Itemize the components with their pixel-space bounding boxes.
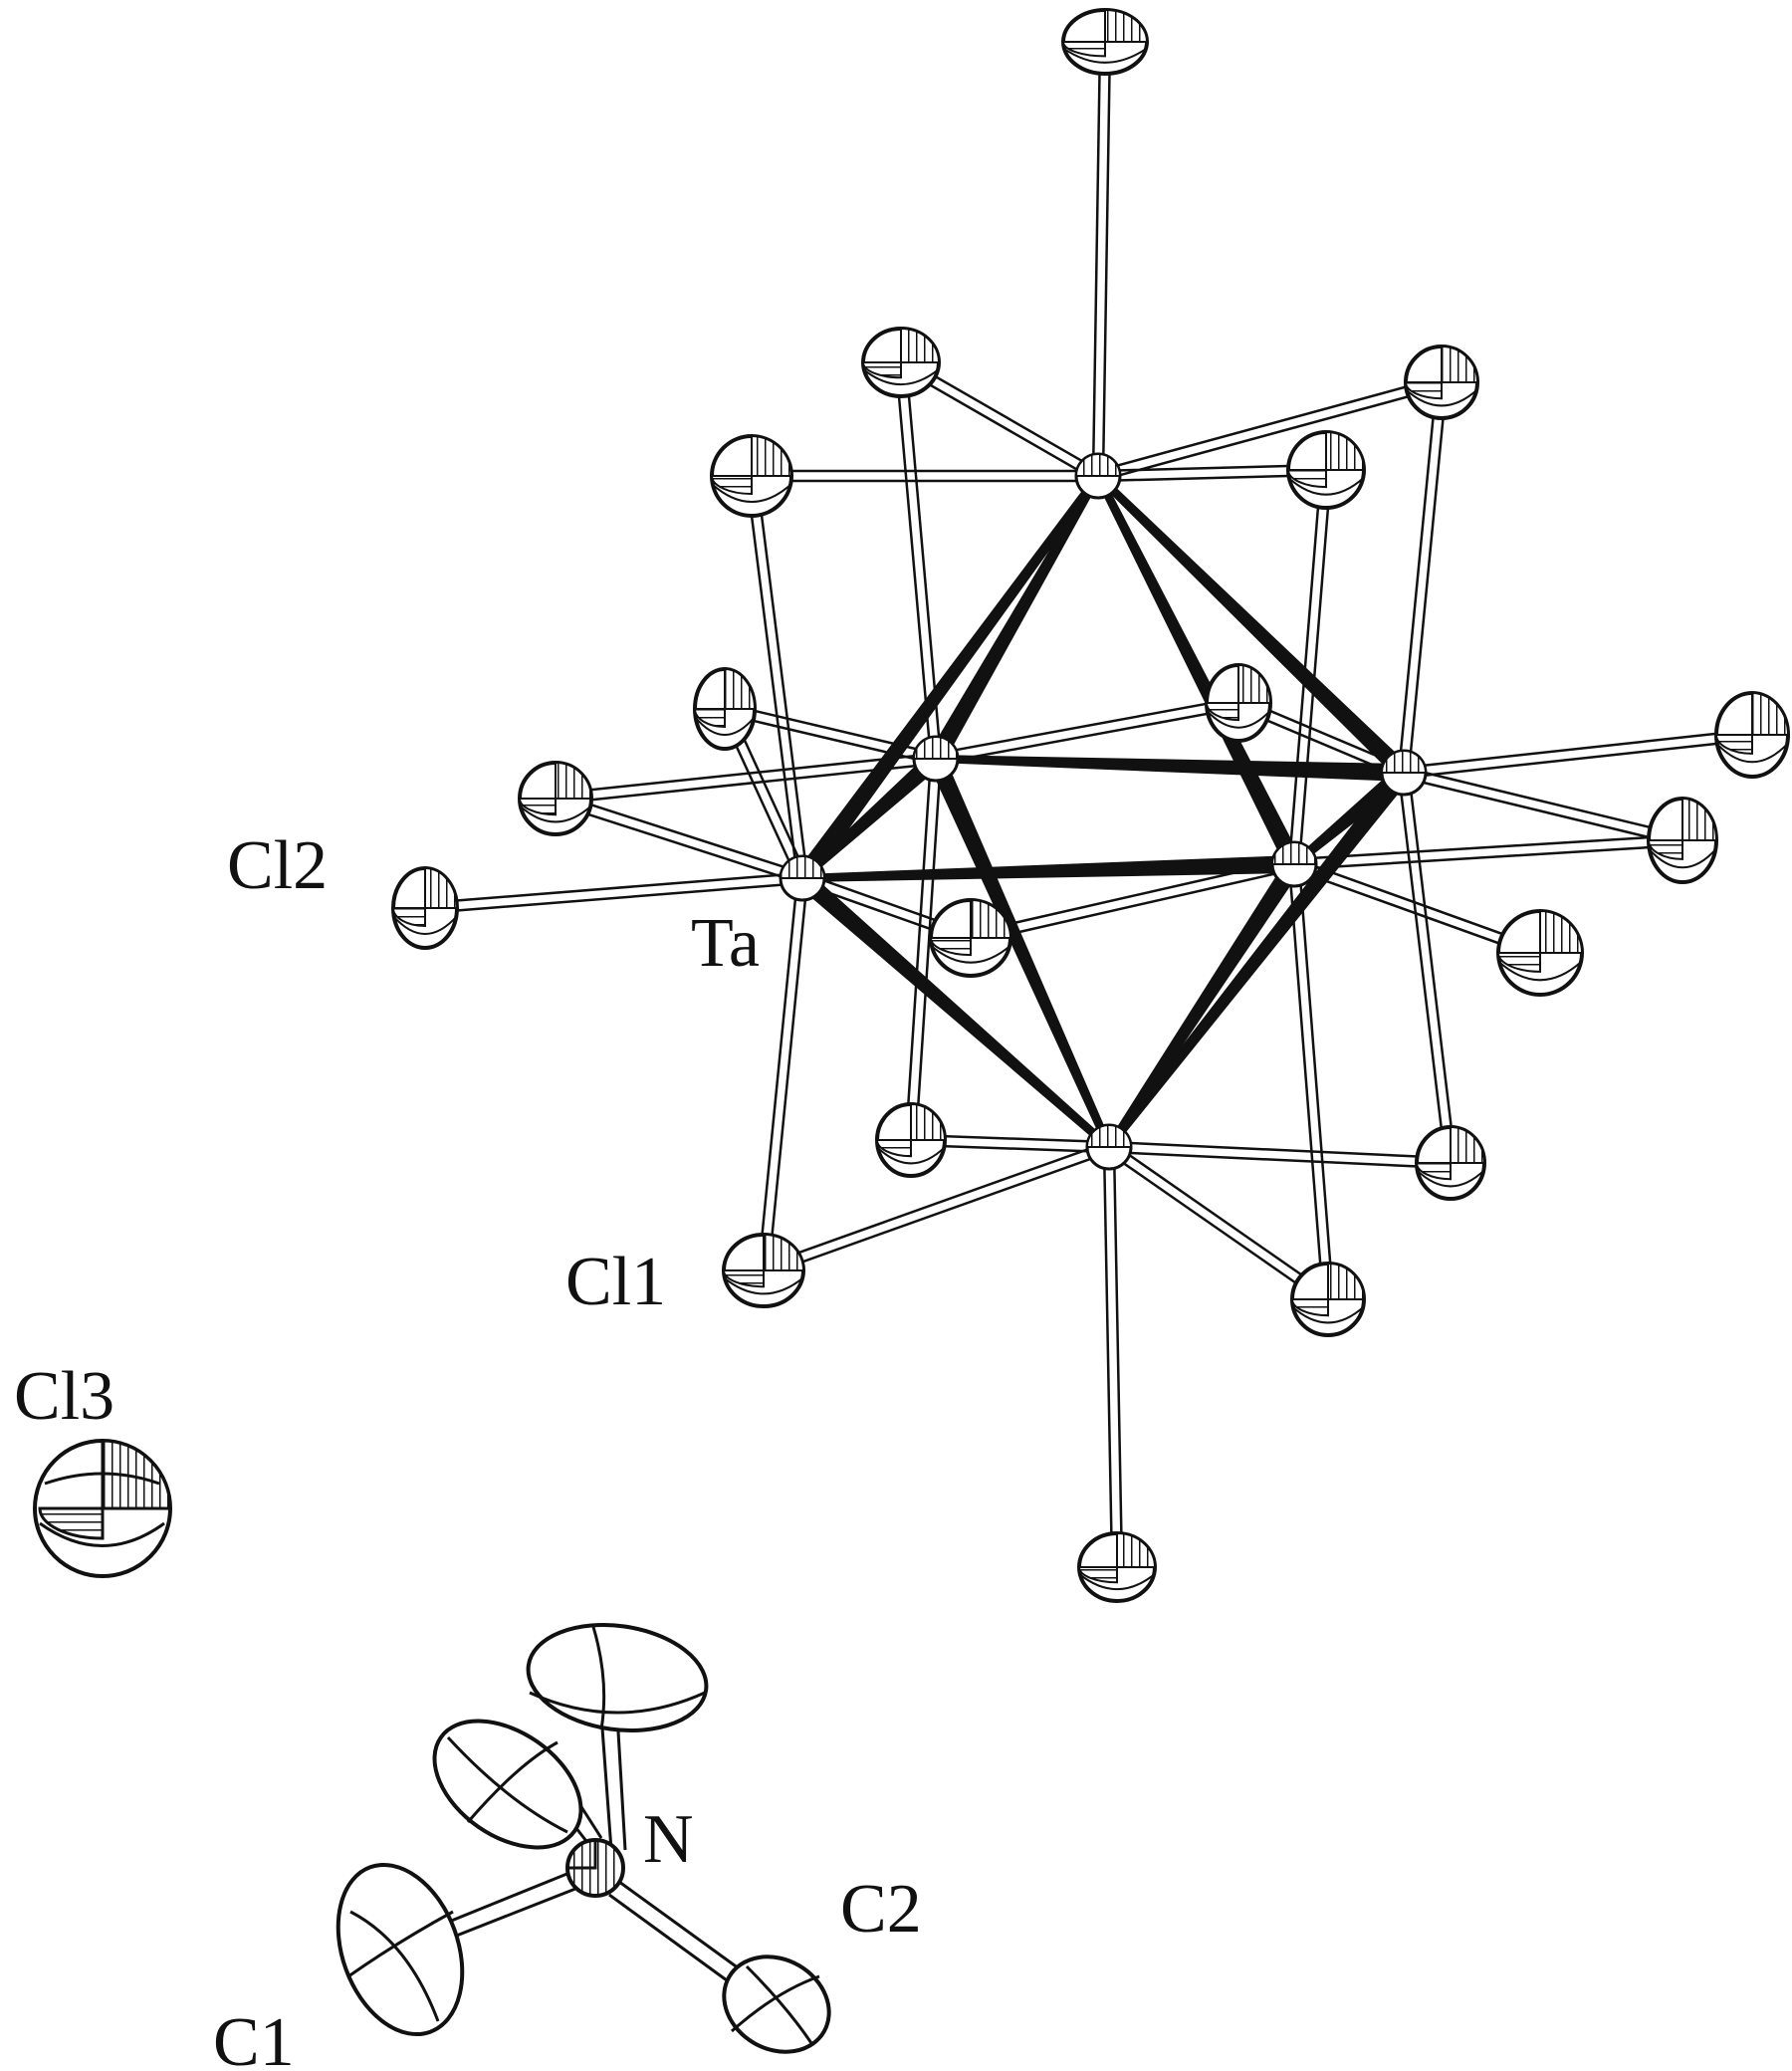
label-cl1: Cl1 (565, 1244, 666, 1320)
ta-cl-bond (1091, 41, 1112, 477)
ta-cl-bond (1293, 833, 1683, 871)
cl-atom (875, 1102, 947, 1178)
ta-cl-bond (1403, 728, 1753, 780)
label-c1: C1 (213, 2004, 295, 2071)
ta-ta-bond (927, 755, 1113, 1149)
ta-cl-bond (424, 871, 803, 915)
ta-cl-bond (745, 475, 809, 879)
cl-atom (391, 866, 459, 950)
cl-atom (929, 898, 1012, 978)
ta-ta-bond (796, 871, 1112, 1151)
ta-cl-bond (1096, 375, 1444, 483)
ta-ta-bond (794, 473, 1102, 884)
ta-cl-bond (1402, 766, 1684, 847)
cl-atom (861, 327, 941, 398)
ta-cl-bond (1108, 1140, 1452, 1170)
ta-ta-bond (799, 752, 943, 881)
cl3-atom (33, 1439, 172, 1578)
ta-cl-bond (554, 793, 804, 884)
ta-atom (1380, 749, 1428, 797)
ta-ta-bond (935, 755, 1405, 782)
cl-atom (1286, 430, 1366, 510)
cl-atom (1404, 345, 1479, 420)
ta-cl-bond (1287, 469, 1333, 865)
ta-cl-bond (934, 696, 1240, 766)
ta-cl-bond (1287, 863, 1335, 1300)
label-n: N (643, 1801, 694, 1878)
ta-atom (1085, 1123, 1133, 1171)
ta-atom (912, 735, 960, 783)
cl-atom (1061, 8, 1149, 76)
cl-atom (1290, 1262, 1366, 1337)
chlorine-atoms (391, 8, 1790, 1603)
label-ta: Ta (691, 905, 760, 982)
ta-ta-bond (1105, 767, 1412, 1150)
cl-atom (1205, 663, 1272, 743)
ta-ta-bond (928, 474, 1102, 764)
atom-labels: Cl2 Ta Cl1 Cl3 N C1 C2 (14, 827, 922, 2071)
ta-ta-bonds (794, 473, 1412, 1151)
cl-atom (722, 1233, 805, 1308)
cl-atom (1496, 909, 1584, 997)
cl-atom (1647, 797, 1718, 884)
tantalum-atoms (779, 452, 1428, 1171)
ta-atom (1074, 452, 1122, 500)
ta-cl-bond (761, 1141, 1112, 1276)
cl-atom (1415, 1125, 1486, 1201)
ta-cl-bond (752, 469, 1098, 483)
ta-cl-bonds (424, 41, 1753, 1568)
ta-ta-bond (1094, 474, 1303, 869)
cl-atom (693, 667, 757, 751)
ta-cl-bond (1105, 1141, 1332, 1305)
cl-atom (1714, 691, 1790, 779)
cl-atom (1077, 1531, 1157, 1603)
ta-cl-bond (1397, 772, 1457, 1164)
ta-ta-bond (1095, 473, 1411, 780)
label-cl3: Cl3 (14, 1358, 114, 1435)
ta-cl-bond (1102, 1146, 1124, 1568)
ta-atom (1270, 840, 1318, 888)
ta-ta-bond (801, 855, 1295, 882)
cl-atom (518, 761, 593, 836)
cl-atom (710, 434, 793, 518)
nme4-cation (336, 1623, 831, 2054)
ta-cl-bond (1397, 381, 1449, 774)
ta-atom (779, 854, 826, 902)
ta-cl-bond (904, 758, 943, 1141)
label-c2: C2 (840, 1871, 922, 1948)
ta-ta-bond (1105, 859, 1302, 1150)
label-cl2: Cl2 (227, 827, 328, 904)
ta-ta-bond (1291, 766, 1410, 868)
ta-cl-bond (757, 877, 809, 1271)
